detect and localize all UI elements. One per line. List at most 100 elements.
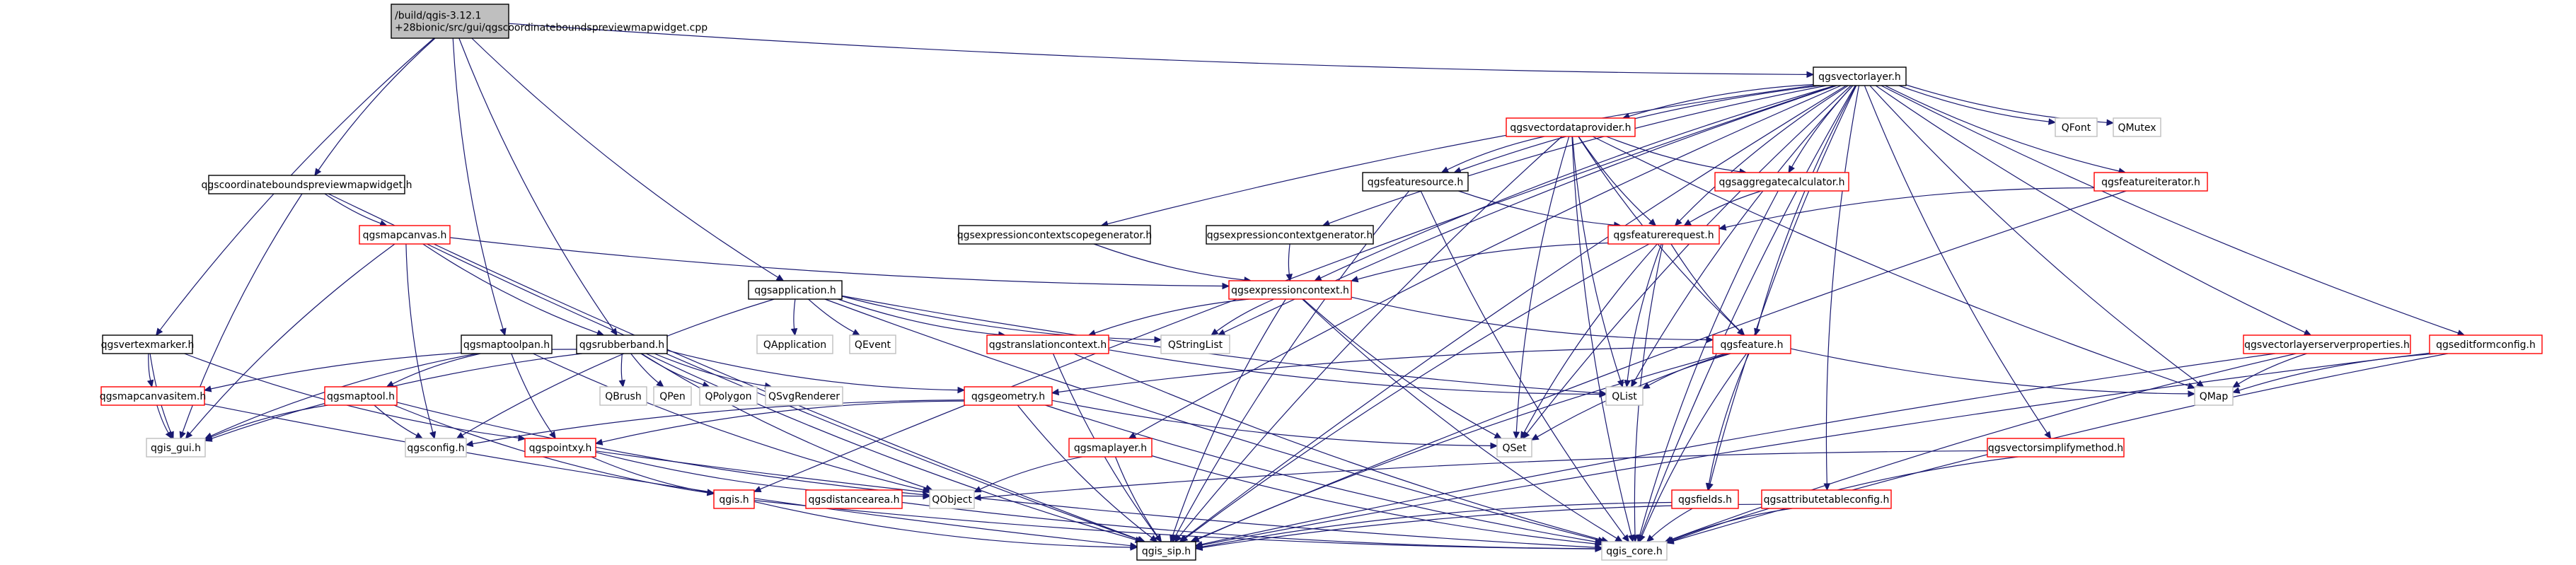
edge-line xyxy=(1108,349,1600,395)
edge-line xyxy=(462,298,775,436)
node-vl[interactable]: qgsvectorlayer.h xyxy=(1813,66,1907,86)
node-box xyxy=(1607,225,1720,245)
edge-line xyxy=(1885,85,2120,172)
edge-ec-to-qsl xyxy=(1211,298,1275,336)
edge-line xyxy=(1185,243,1650,539)
node-label: qgseditformconfig.h xyxy=(2436,339,2536,351)
node-root[interactable]: /build/qgis-3.12.1+28bionic/src/gui/qgsc… xyxy=(391,4,707,39)
node-box xyxy=(1160,334,1230,354)
edge-line xyxy=(1790,348,2189,395)
node-box xyxy=(1496,438,1532,458)
edge-line xyxy=(1526,85,1852,434)
node-qmap: QMap xyxy=(2194,386,2234,406)
edge-line xyxy=(1196,190,2127,540)
edge-ec-to-feat xyxy=(1351,296,1714,344)
edge-geom-to-sip xyxy=(1017,404,1158,542)
edge-geom-to-pxy xyxy=(594,400,965,445)
node-mtp[interactable]: qgsmaptoolpan.h xyxy=(461,334,553,354)
node-ecg[interactable]: qgsexpressioncontextgenerator.h xyxy=(1206,225,1374,245)
arrowhead-icon xyxy=(2303,329,2312,336)
arrowhead-icon xyxy=(1622,534,1630,542)
node-label: QStringList xyxy=(1168,339,1223,351)
edge-line xyxy=(1864,85,2048,433)
arrowhead-icon xyxy=(852,329,861,336)
node-fs[interactable]: qgsfeaturesource.h xyxy=(1362,172,1469,192)
edge-line xyxy=(1898,85,2050,122)
node-box xyxy=(805,489,903,509)
edge-line xyxy=(1458,190,1615,226)
edge-line xyxy=(211,404,328,438)
node-box xyxy=(599,386,647,406)
edge-vsm-to-qobj xyxy=(973,450,1988,501)
node-ecsg[interactable]: qgsexpressioncontextscopegenerator.h xyxy=(957,225,1153,245)
node-vsm: qgsvectorsimplifymethod.h xyxy=(1987,438,2125,458)
arrowhead-icon xyxy=(973,494,981,501)
edge-line xyxy=(508,23,1808,75)
edge-efc-to-sip xyxy=(1194,352,2430,549)
edge-fr-to-feat xyxy=(1670,243,1745,336)
node-box xyxy=(713,489,755,509)
arrowhead-icon xyxy=(594,438,603,445)
arrowhead-icon xyxy=(775,274,785,281)
edge-flds-to-core xyxy=(1646,508,1693,542)
node-app[interactable]: qgsapplication.h xyxy=(748,280,843,300)
edge-line xyxy=(1634,85,1854,382)
node-box xyxy=(699,386,758,406)
edge-line xyxy=(452,37,504,330)
arrowhead-icon xyxy=(957,386,966,394)
node-label: qgsmaplayer.h xyxy=(1074,443,1147,454)
node-box xyxy=(1228,280,1352,300)
node-box xyxy=(1206,225,1374,245)
node-label: QMutex xyxy=(2118,122,2156,134)
edge-root-to-vl xyxy=(508,23,1815,78)
edge-feat-to-flds xyxy=(1705,353,1750,491)
arrowhead-icon xyxy=(1706,336,1714,344)
node-box xyxy=(2429,334,2543,354)
edge-line xyxy=(1017,404,1153,538)
node-pxy: qgspointxy.h xyxy=(524,438,596,458)
node-label: QList xyxy=(1612,391,1637,402)
edge-app-to-tc xyxy=(838,298,1006,338)
arrowhead-icon xyxy=(1806,71,1815,78)
node-label: qgsfields.h xyxy=(1678,494,1732,506)
arrowhead-icon xyxy=(1683,219,1692,226)
edge-root-to-mtp xyxy=(452,37,507,337)
edge-ml-to-qobj xyxy=(973,456,1082,493)
edge-line xyxy=(1606,136,1740,173)
node-box xyxy=(653,386,692,406)
edge-line xyxy=(1648,353,1730,386)
node-qmutex: QMutex xyxy=(2113,117,2161,137)
edge-line xyxy=(156,404,169,433)
arrowhead-icon xyxy=(548,431,556,440)
arrowhead-icon xyxy=(1286,274,1293,282)
node-rb[interactable]: qgsrubberband.h xyxy=(576,334,668,354)
node-box xyxy=(2194,386,2234,406)
edge-line xyxy=(1051,400,1491,446)
node-sip[interactable]: qgis_sip.h xyxy=(1136,541,1196,561)
node-feat: qgsfeature.h xyxy=(1712,334,1791,354)
node-ml: qgsmaplayer.h xyxy=(1068,438,1153,458)
node-qsvg: QSvgRenderer xyxy=(765,386,843,406)
edge-mc-to-ec xyxy=(449,237,1230,290)
edge-vl-to-ecsg xyxy=(1100,85,1814,228)
node-qsl: QStringList xyxy=(1160,334,1230,354)
edge-vm-to-pxy xyxy=(184,353,526,441)
node-vdp: qgsvectordataprovider.h xyxy=(1506,117,1636,137)
edge-line xyxy=(1151,455,1596,544)
edge-line xyxy=(1640,85,1856,536)
arrowhead-icon xyxy=(1169,534,1177,543)
edge-line xyxy=(1184,85,1847,538)
edge-line xyxy=(1303,298,1496,436)
arrowhead-icon xyxy=(2231,380,2241,388)
node-label: QApplication xyxy=(763,339,826,351)
node-label: qgsconfig.h xyxy=(407,443,464,454)
arrowhead-icon xyxy=(1665,537,1675,544)
edge-cbpmw-to-mc xyxy=(324,193,388,227)
arrowhead-icon xyxy=(1350,276,1359,283)
edge-vl-to-sip xyxy=(1179,85,1847,542)
node-label: qgsfeaturerequest.h xyxy=(1613,230,1714,241)
node-vm[interactable]: qgsvertexmarker.h xyxy=(101,334,195,354)
node-cbpmw[interactable]: qgscoordinateboundspreviewmapwidget.h xyxy=(202,175,412,194)
node-box xyxy=(1605,386,1644,406)
arrowhead-icon xyxy=(1631,535,1639,543)
